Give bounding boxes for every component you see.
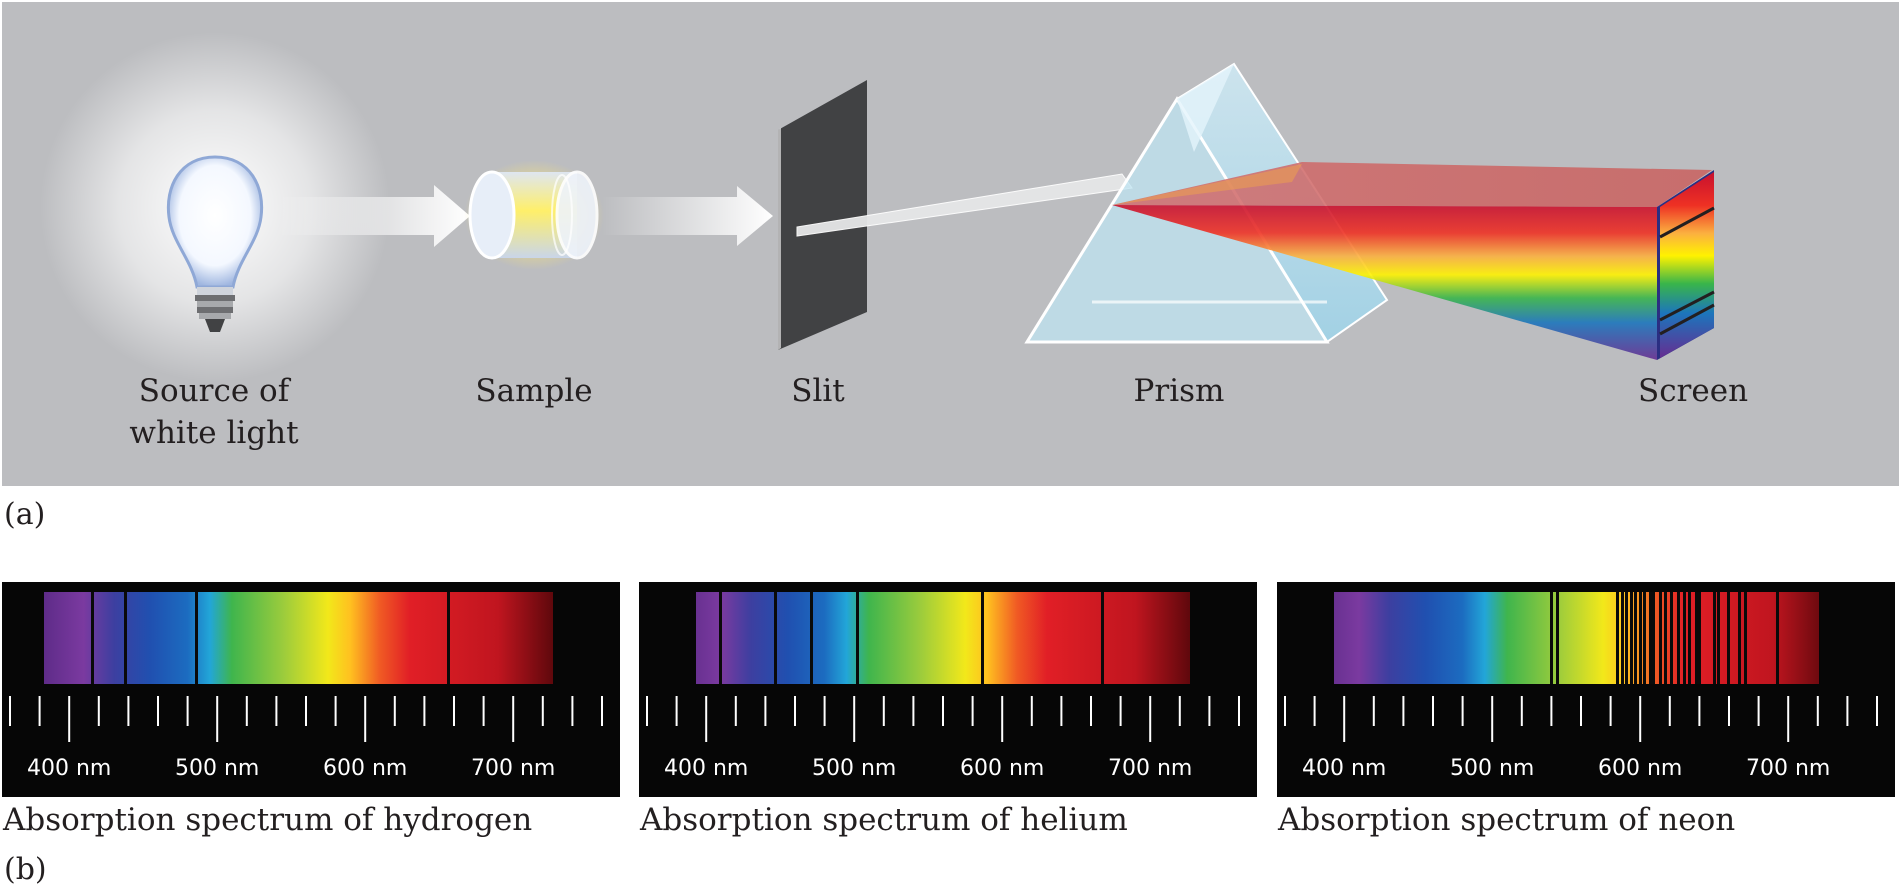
absorption-line	[1659, 592, 1663, 684]
absorption-line	[123, 592, 127, 684]
setup-illustration	[40, 32, 1715, 382]
absorption-line	[1694, 592, 1698, 684]
absorption-line	[1101, 592, 1105, 684]
absorption-line	[719, 592, 723, 684]
absorption-line	[1677, 592, 1681, 684]
component-label-slit: Slit	[791, 373, 845, 409]
absorption-line	[91, 592, 95, 684]
absorption-line	[1663, 592, 1667, 684]
absorption-line	[1555, 592, 1559, 684]
absorption-line	[1549, 592, 1553, 684]
caption-hydrogen: Absorption spectrum of hydrogen	[3, 802, 533, 838]
absorption-line	[1638, 592, 1642, 684]
tick-label: 500 nm	[1450, 756, 1535, 781]
absorption-line	[1634, 592, 1638, 684]
figure-letter-b: (b)	[4, 852, 47, 887]
tick-label: 600 nm	[323, 756, 408, 781]
tick-label: 500 nm	[175, 756, 260, 781]
absorption-line	[1616, 592, 1620, 684]
tick-label: 700 nm	[471, 756, 556, 781]
slit-plate	[778, 80, 867, 350]
spectrum-hydrogen: 400 nm 500 nm 600 nm 700 nm	[2, 582, 620, 797]
tick-label: 400 nm	[27, 756, 112, 781]
absorption-line	[1712, 592, 1716, 684]
absorption-line	[446, 592, 450, 684]
dispersed-light-fan	[1112, 162, 1712, 360]
absorption-line	[981, 592, 985, 684]
caption-neon: Absorption spectrum of neon	[1278, 802, 1736, 838]
absorption-line	[1743, 592, 1747, 684]
tick-label: 600 nm	[960, 756, 1045, 781]
component-label-screen: Screen	[1637, 373, 1749, 409]
tick-label: 400 nm	[664, 756, 749, 781]
light-beam-arrow	[277, 185, 470, 247]
screen-block	[1657, 170, 1715, 360]
absorption-line	[1687, 592, 1691, 684]
sample-cell-icon	[464, 160, 604, 270]
absorption-line	[1669, 592, 1673, 684]
absorption-line	[1629, 592, 1633, 684]
spectrum-neon: 400 nm 500 nm 600 nm 700 nm	[1277, 582, 1895, 797]
absorption-line	[1737, 592, 1741, 684]
component-label-prism: Prism	[1133, 373, 1225, 409]
absorption-line	[774, 592, 778, 684]
absorption-line	[1649, 592, 1653, 684]
absorption-line	[1727, 592, 1731, 684]
component-label-sample: Sample	[475, 373, 593, 409]
absorption-line	[809, 592, 813, 684]
spectrum-helium: 400 nm 500 nm 600 nm 700 nm	[639, 582, 1257, 797]
wavelength-scale	[9, 696, 603, 742]
spectrum-band	[695, 592, 1191, 684]
tick-label: 500 nm	[812, 756, 897, 781]
wavelength-scale	[1284, 696, 1878, 742]
component-label-source: Source of white light	[129, 373, 299, 451]
absorption-line	[1683, 592, 1687, 684]
absorption-line	[1625, 592, 1629, 684]
spectrum-band	[44, 592, 554, 684]
figure-letter-a: (a)	[4, 497, 46, 532]
spectroscopy-setup-panel: Source of white light Sample Slit Prism …	[2, 2, 1899, 486]
spectrum-band	[1333, 592, 1820, 684]
absorption-line	[1717, 592, 1721, 684]
absorption-line	[1643, 592, 1647, 684]
absorption-line	[194, 592, 198, 684]
tick-label: 700 nm	[1108, 756, 1193, 781]
absorption-line	[1776, 592, 1780, 684]
tick-label: 400 nm	[1302, 756, 1387, 781]
wavelength-scale	[646, 696, 1240, 742]
absorption-line	[855, 592, 859, 684]
tick-label: 700 nm	[1746, 756, 1831, 781]
light-bulb-icon	[40, 32, 390, 382]
tick-label: 600 nm	[1598, 756, 1683, 781]
absorption-line	[1620, 592, 1624, 684]
absorption-line	[1697, 592, 1701, 684]
light-beam-arrow	[602, 186, 773, 246]
absorption-line	[1652, 592, 1655, 684]
caption-helium: Absorption spectrum of helium	[640, 802, 1128, 838]
